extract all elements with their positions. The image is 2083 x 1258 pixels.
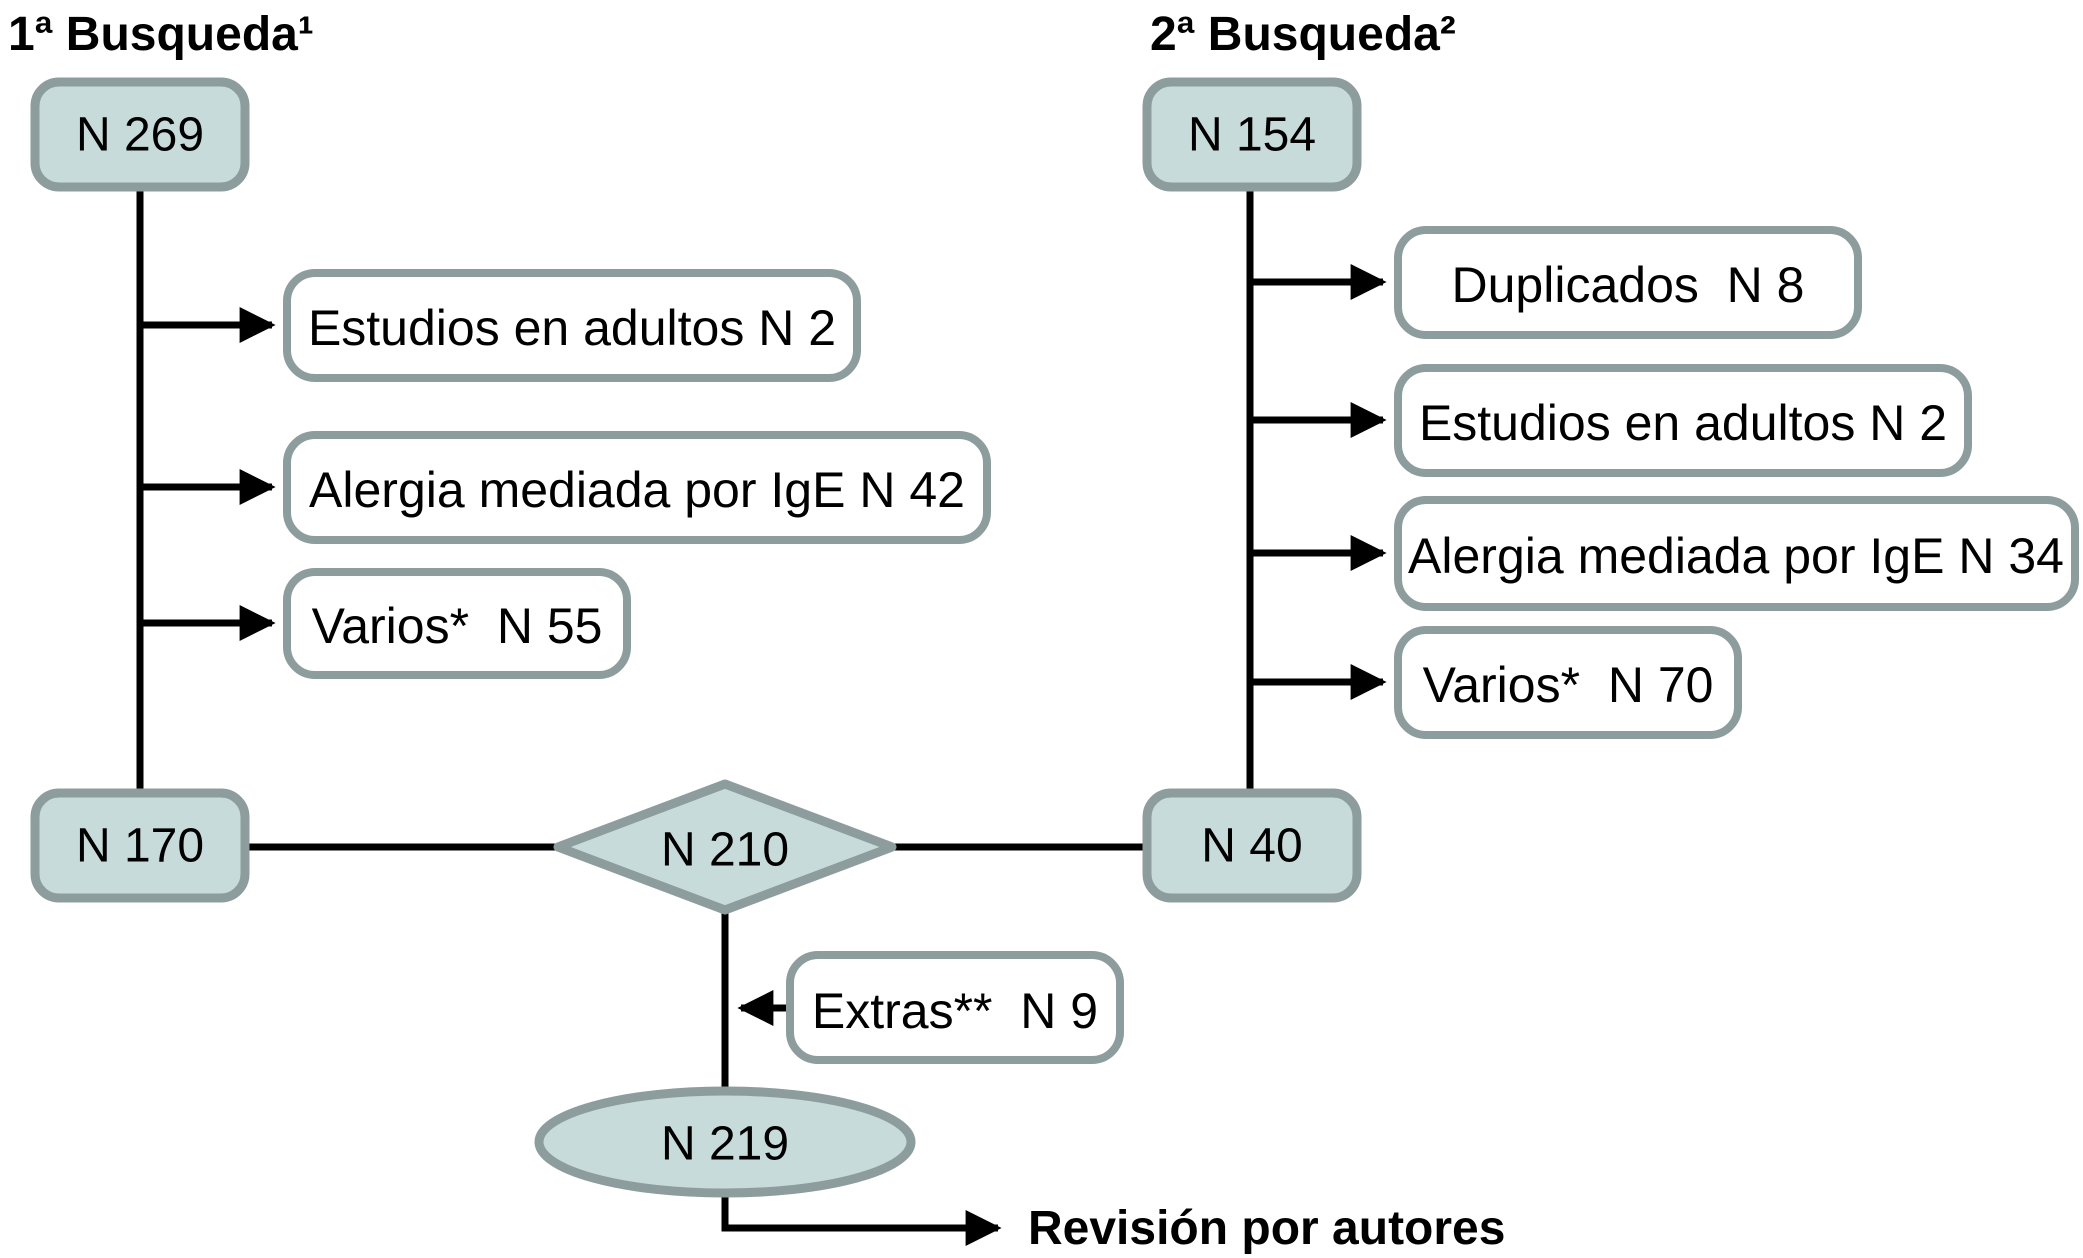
node-n40-label: N 40 xyxy=(1201,820,1302,873)
connector-lines xyxy=(136,187,1387,1246)
excl1-2-box xyxy=(283,431,991,544)
excl2-3-label: Alergia mediada por IgE N 34 xyxy=(1408,528,2064,584)
extras-box xyxy=(786,951,1124,1064)
final-elbow-arrow xyxy=(721,1192,1002,1246)
final-step-label: Revisión por autores xyxy=(1028,1202,1505,1255)
node-n170-box xyxy=(30,788,250,903)
node-n219-label: N 219 xyxy=(661,1118,789,1171)
excl1-3-box xyxy=(283,568,631,679)
excl2-1-label: Duplicados N 8 xyxy=(1452,257,1805,313)
node-n40-box xyxy=(1142,788,1362,903)
excl2-4-label: Varios* N 70 xyxy=(1423,657,1714,713)
count-nodes xyxy=(30,77,1362,1198)
node-n170-label: N 170 xyxy=(76,820,204,873)
excl2-2-box xyxy=(1394,364,1972,477)
excl1-2-label: Alergia mediada por IgE N 42 xyxy=(309,462,965,518)
excl2-2-label: Estudios en adultos N 2 xyxy=(1419,395,1947,451)
node-n154-box xyxy=(1142,77,1362,192)
node-n154-label: N 154 xyxy=(1188,109,1316,162)
extras-label: Extras** N 9 xyxy=(812,983,1098,1039)
excl1-1-label: Estudios en adultos N 2 xyxy=(308,300,836,356)
node-n269-label: N 269 xyxy=(76,109,204,162)
search1-title: 1ª Busqueda¹ xyxy=(8,8,314,61)
excl2-1-box xyxy=(1394,226,1862,339)
excl1-3-label: Varios* N 55 xyxy=(312,598,603,654)
search2-title: 2ª Busqueda² xyxy=(1150,8,1456,61)
node-n269-box xyxy=(30,77,250,192)
excl1-1-box xyxy=(283,269,861,382)
node-n210-label: N 210 xyxy=(661,824,789,877)
excl2-4-box xyxy=(1394,626,1742,739)
node-n219-ellipse xyxy=(534,1086,916,1198)
excl2-3-box xyxy=(1394,496,2079,611)
exclusion-boxes xyxy=(283,226,2079,1064)
node-n210-diamond xyxy=(553,779,897,915)
